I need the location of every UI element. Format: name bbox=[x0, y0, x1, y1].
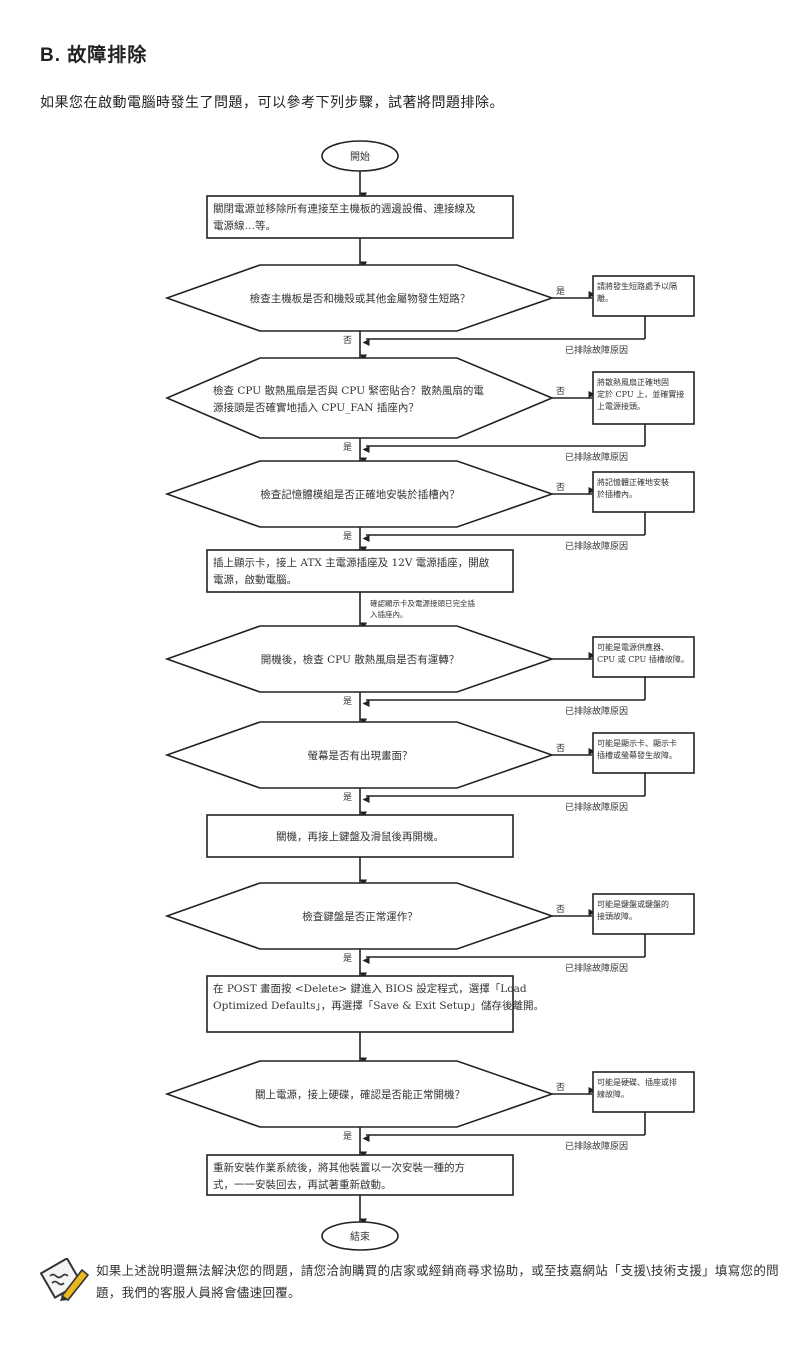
branch-label: 是 bbox=[343, 792, 352, 803]
note-pencil-icon bbox=[40, 1258, 90, 1302]
resolved-label: 已排除故障原因 bbox=[565, 451, 628, 463]
remedy-box bbox=[592, 371, 695, 425]
decision-text: 檢查鍵盤是否正常運作？ bbox=[302, 910, 418, 923]
remedy-text: 請將發生短路處予以隔 bbox=[597, 281, 677, 291]
process-text: 式，一一安裝回去，再試著重新啟動。 bbox=[213, 1178, 392, 1191]
remedy-box bbox=[592, 732, 695, 774]
process-box bbox=[206, 975, 514, 1033]
process-text: 在 POST 畫面按 <Delete> 鍵進入 BIOS 設定程式，選擇「Loa… bbox=[213, 982, 527, 995]
branch-label: 是 bbox=[343, 531, 352, 542]
decision-text: 螢幕是否有出現畫面？ bbox=[308, 749, 413, 762]
remedy-box bbox=[592, 636, 695, 678]
process-text: 電源線…等。 bbox=[213, 219, 276, 232]
process-text: 插上顯示卡，接上 ATX 主電源插座及 12V 電源插座，開啟 bbox=[213, 556, 490, 569]
branch-label: 是 bbox=[556, 286, 565, 297]
process-text: Optimized Defaults」，再選擇「Save & Exit Setu… bbox=[213, 999, 544, 1012]
remedy-box bbox=[592, 893, 695, 935]
branch-label: 否 bbox=[556, 386, 565, 397]
branch-label: 否 bbox=[556, 743, 565, 754]
decision-text: 檢查主機板是否和機殼或其他金屬物發生短路？ bbox=[250, 292, 471, 305]
remedy-text: 可能是硬碟、插座或排 bbox=[597, 1077, 677, 1087]
process-box bbox=[206, 1154, 514, 1196]
remedy-text: 可能是鍵盤或鍵盤的 bbox=[597, 899, 669, 909]
process-text: 關閉電源並移除所有連接至主機板的週邊設備、連接線及 bbox=[213, 202, 476, 215]
remedy-text: 可能是電源供應器、 bbox=[597, 642, 669, 652]
process-text: 關機，再接上鍵盤及滑鼠後再開機。 bbox=[276, 830, 444, 843]
decision-hexagon bbox=[164, 357, 555, 439]
intro-text: 如果您在啟動電腦時發生了問題，可以參考下列步驟，試著將問題排除。 bbox=[40, 95, 504, 111]
remedy-text: 上電源接頭。 bbox=[597, 401, 645, 411]
process-box bbox=[206, 195, 514, 239]
remedy-box bbox=[592, 1071, 695, 1113]
arrow-note-text: 確認顯示卡及電源接頭已完全插 bbox=[370, 598, 475, 608]
decision-text: 檢查 CPU 散熱風扇是否與 CPU 緊密貼合？散熱風扇的電 bbox=[213, 384, 484, 397]
remedy-text: 接頭故障。 bbox=[597, 911, 637, 921]
remedy-text: 將散熱風扇正確地固 bbox=[597, 377, 669, 387]
end-label: 結束 bbox=[350, 1230, 370, 1243]
process-box bbox=[206, 549, 514, 593]
support-note-text: 如果上述說明還無法解決您的問題，請您洽詢購買的店家或經銷商尋求協助，或至技嘉網站… bbox=[96, 1263, 779, 1300]
decision-text: 關上電源，接上硬碟，確認是否能正常開機？ bbox=[255, 1088, 465, 1101]
branch-label: 是 bbox=[343, 953, 352, 964]
branch-label: 是 bbox=[343, 1131, 352, 1142]
branch-label: 否 bbox=[556, 1082, 565, 1093]
branch-label: 是 bbox=[343, 442, 352, 453]
remedy-box bbox=[592, 275, 695, 317]
arrow-note-text: 入插座內。 bbox=[370, 609, 408, 619]
remedy-text: 定於 CPU 上，並確實接 bbox=[597, 389, 684, 399]
support-note: 如果上述說明還無法解決您的問題，請您洽詢購買的店家或經銷商尋求協助，或至技嘉網站… bbox=[40, 1258, 780, 1308]
branch-label: 否 bbox=[556, 904, 565, 915]
remedy-text: 離。 bbox=[597, 293, 613, 303]
end-terminal bbox=[321, 1221, 399, 1251]
branch-label: 是 bbox=[343, 696, 352, 707]
decision-text: 檢查記憶體模組是否正確地安裝於插槽內？ bbox=[260, 488, 460, 501]
remedy-box bbox=[592, 471, 695, 513]
decision-text: 開機後，檢查 CPU 散熱風扇是否有運轉？ bbox=[261, 653, 459, 666]
resolved-label: 已排除故障原因 bbox=[565, 801, 628, 813]
remedy-text: 插槽或螢幕發生故障。 bbox=[597, 750, 677, 760]
remedy-text: 可能是顯示卡、顯示卡 bbox=[597, 738, 677, 748]
section-title: B. 故障排除 bbox=[40, 45, 148, 66]
remedy-text: 於插槽內。 bbox=[597, 489, 637, 499]
start-label: 開始 bbox=[350, 150, 370, 163]
resolved-label: 已排除故障原因 bbox=[565, 344, 628, 356]
resolved-label: 已排除故障原因 bbox=[565, 705, 628, 717]
remedy-text: CPU 或 CPU 插槽故障。 bbox=[597, 654, 689, 664]
branch-label: 否 bbox=[556, 482, 565, 493]
resolved-label: 已排除故障原因 bbox=[565, 540, 628, 552]
remedy-text: 將記憶體正確地安裝 bbox=[597, 477, 669, 487]
decision-text: 源接頭是否確實地插入 CPU_FAN 插座內？ bbox=[213, 401, 419, 414]
remedy-text: 線故障。 bbox=[597, 1089, 629, 1099]
process-text: 重新安裝作業系統後，將其他裝置以一次安裝一種的方 bbox=[213, 1161, 465, 1174]
process-text: 電源，啟動電腦。 bbox=[213, 573, 297, 586]
resolved-label: 已排除故障原因 bbox=[565, 1140, 628, 1152]
resolved-label: 已排除故障原因 bbox=[565, 962, 628, 974]
branch-label: 否 bbox=[343, 335, 352, 346]
